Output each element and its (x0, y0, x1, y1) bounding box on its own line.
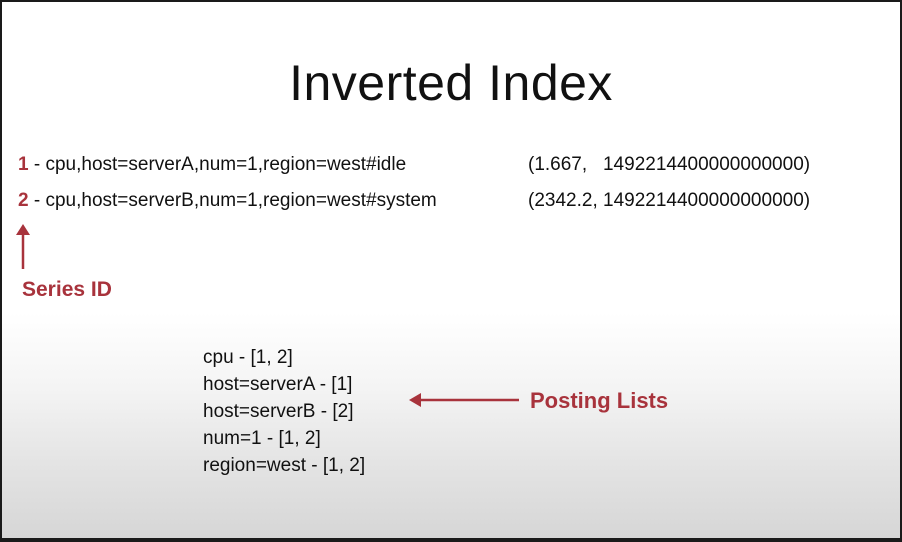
series-value: (2342.2, 1492214400000000000) (528, 190, 811, 211)
posting-list-item: cpu - [1, 2] (203, 347, 293, 368)
series-row: 2 - cpu,host=serverB,num=1,region=west#s… (18, 190, 810, 212)
up-arrow-icon (16, 224, 30, 269)
posting-list-item: num=1 - [1, 2] (203, 428, 321, 449)
series-key: - cpu,host=serverA,num=1,region=west#idl… (28, 154, 407, 175)
series-row: 1 - cpu,host=serverA,num=1,region=west#i… (18, 154, 810, 176)
left-arrow-icon (409, 393, 519, 407)
posting-list-item: region=west - [1, 2] (203, 455, 366, 476)
posting-list-item: host=serverA - [1] (203, 374, 353, 395)
slide-title: Inverted Index (289, 55, 613, 111)
series-id: 2 (18, 190, 29, 211)
posting-list-item: host=serverB - [2] (203, 401, 354, 422)
series-value: (1.667, 1492214400000000000) (528, 154, 811, 175)
posting-lists-label: Posting Lists (530, 388, 669, 413)
series-id-label: Series ID (22, 278, 112, 301)
series-key: - cpu,host=serverB,num=1,region=west#sys… (28, 190, 437, 211)
series-id: 1 (18, 154, 29, 175)
posting-lists: cpu - [1, 2] host=serverA - [1] host=ser… (203, 344, 365, 479)
